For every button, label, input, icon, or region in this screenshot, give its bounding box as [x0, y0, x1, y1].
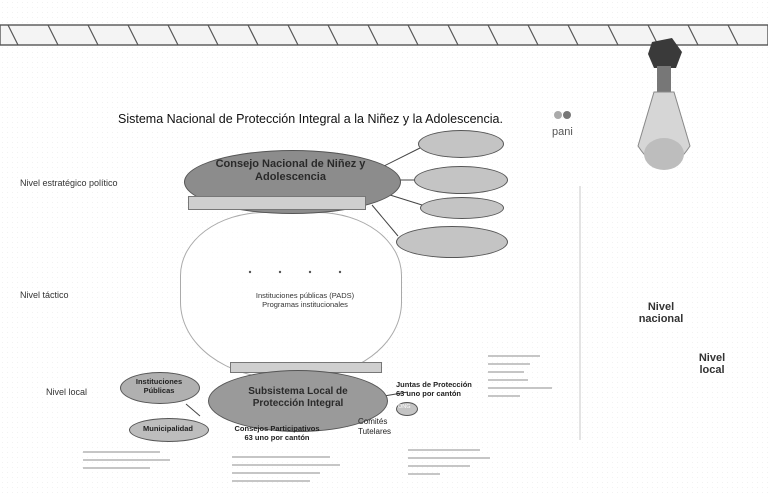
- pani-logo: pani: [552, 108, 574, 138]
- nivel-local-label: Nivel local: [698, 352, 726, 376]
- ong-oval: [396, 402, 418, 416]
- level-tactical-label: Nivel táctico: [20, 290, 69, 300]
- satellite-oval: [418, 130, 504, 158]
- instituciones-publicas-block: Instituciones públicas (PADS) Programas …: [235, 291, 375, 309]
- header-rail: [0, 24, 768, 46]
- logo-text: pani: [552, 126, 573, 138]
- hanging-lamp-icon: [637, 38, 691, 170]
- satellite-oval: [396, 226, 508, 258]
- instituciones-publicas-label: Instituciones públicas (PADS): [255, 291, 355, 300]
- consejos-participativos-note: 63 uno por cantón: [244, 433, 310, 442]
- juntas-proteccion-note: 63 uno por cantón: [396, 389, 462, 398]
- instituciones-oval: [120, 372, 200, 404]
- programas-institucionales-label: Programas institucionales: [262, 300, 348, 309]
- bowl-dots: [248, 270, 342, 274]
- juntas-proteccion-block: Juntas de Protección 63 uno por cantón: [396, 380, 476, 398]
- consejos-participativos-block: Consejos Participativos 63 uno por cantó…: [222, 424, 332, 442]
- system-bowl: [180, 212, 402, 379]
- ong-label: ONG: [398, 404, 411, 410]
- municipalidad-label: Municipalidad: [142, 424, 193, 433]
- consejo-nacional-label: Consejo Nacional de Niñez y Adolescencia: [215, 158, 366, 183]
- comites-tutelares-label: Comités Tutelares: [358, 417, 392, 436]
- consejos-participativos-label: Consejos Participativos: [234, 424, 320, 433]
- level-local-label: Nivel local: [46, 387, 88, 397]
- satellite-oval: [420, 197, 504, 219]
- consejo-bar: [188, 196, 366, 210]
- level-strategic-label: Nivel estratégico político: [20, 178, 118, 188]
- subsistema-local-oval: [208, 370, 388, 432]
- satellite-oval: [414, 166, 508, 194]
- page-title: Sistema Nacional de Protección Integral …: [118, 112, 503, 126]
- logo-icon: [554, 111, 571, 119]
- nivel-nacional-label: Nivel nacional: [638, 301, 684, 325]
- subsistema-local-label: Subsistema Local de Protección Integral: [248, 386, 348, 409]
- instituciones-oval-label: Instituciones Públicas: [135, 377, 183, 395]
- municipalidad-oval: [129, 418, 209, 442]
- juntas-proteccion-label: Juntas de Protección: [396, 380, 472, 389]
